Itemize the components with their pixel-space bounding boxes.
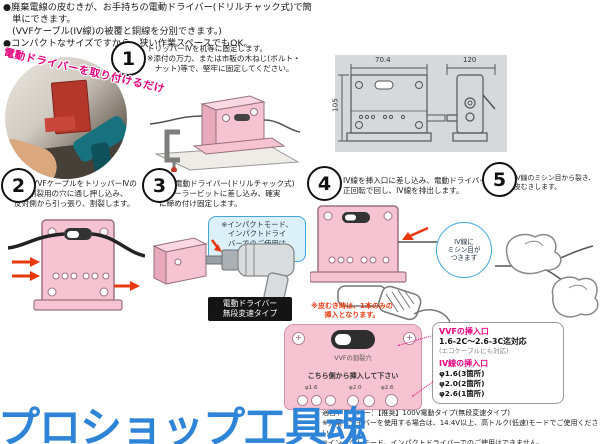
phi-20-label: φ2.0 [349,385,362,391]
stripper-base-photo [44,115,76,133]
step-3-illustration [152,237,295,302]
iv-insert-title: IV線の挿入口 [439,359,489,369]
iv-hole [363,395,375,407]
intro-line-2: 単にできます。 [3,14,76,26]
intro-line-1: ●廃棄電線の皮むきが、お手持ちの電動ドライバー(ドリルチャック式)で簡 [3,2,312,13]
step-2-number: 2 [1,168,36,203]
phi-16-label: φ1.6 [305,385,318,391]
step-4-illustration [310,205,455,323]
shop-watermark: プロショップ工具魂 [0,403,368,444]
vvf-range: 1.6-2C〜2.6-3C迄対応 [439,337,527,346]
compatibility-notes: 適合ドライバー：【推奨】100V電動タイプ(無段変速タイプ) ※充電ドライバーを… [322,408,600,444]
step-5-number: 5 [482,162,517,197]
step-1-text: トリッパーⅣを机等に固定します。 ※添付の万力、または市販の木ねじ(ボルト・ ナ… [147,44,301,74]
dim-front-height: 105 [331,98,340,112]
vvf-hole-label: VVFの割裂穴 [334,355,372,362]
step-2-text: VVFケーブルをトリッパーⅣの VVF割裂用の穴に通し押し込み、 反対側から引っ… [14,179,137,209]
dimension-drawing: 70.4 105 120 [331,55,507,152]
iv-hole [297,395,308,406]
perforation-bubble: IV線に ミシン目が つきます [436,222,492,278]
iv-hole [347,395,359,407]
step-1-illustration [150,95,300,172]
dim-front-width: 70.4 [375,56,391,64]
iv-hole [311,395,322,406]
step-4-text: IV線を挿入口に差し込み、電動ドライバーを 正回転で回し、IV線を排出します。 [343,176,495,196]
dim-side-width: 120 [463,56,477,64]
product-photo [5,57,127,179]
step-1-number: 1 [111,41,146,76]
footer-line-1: 適合ドライバー：【推奨】100V電動タイプ(無段変速タイプ) [322,409,510,417]
dimension-views [338,64,496,142]
step-3-number: 3 [142,168,177,203]
screw-icon: + [403,332,416,345]
phi-26-label: φ2.6 [381,385,394,391]
iv-hole [325,395,336,406]
vvf-insert-title: VVFの挿入口 [439,327,489,336]
step-5-illustration [495,233,599,318]
screw-icon: + [292,332,305,345]
insertion-legend: VVFの挿入口 1.6-2C〜2.6-3C迄対応 (エコケーブルにも対応) IV… [432,322,564,405]
iv-size-16: φ1.6(3箇所) [439,369,485,379]
faceplate-detail: + + VVFの割裂穴 こちら側から挿入して下さい φ1.6 φ2.0 φ2.6 [284,324,422,410]
iv-size-26: φ2.6(1箇所) [439,389,485,399]
vvf-slot-inner [335,334,351,345]
vvf-eco-note: (エコケーブルにも対応) [439,346,509,355]
insert-note: こちら側から挿入して下さい [307,372,399,380]
footer-line-3: ※インパクトモード、インパクトドライバーでのご使用はできません。 [322,439,544,444]
drill-type-label: 電動ドライバー 無段変速タイプ [208,297,292,322]
step-4-number: 4 [307,166,342,201]
iv-hole [385,394,398,407]
intro-line-3: (VVFケーブル(IV線)の被覆と銅線を分別できます。) [3,26,222,38]
step-5-text: IV線のミシン目から裂き、 皮むきします。 [514,174,595,191]
vvf-slot [331,330,375,349]
step-3-text: 電動ドライバー(ドリルチャック式) をローラービットに差し込み、確実 に締め付け… [159,179,295,209]
iv-size-20: φ2.0(2箇所) [439,379,485,389]
footer-line-2: ※充電ドライバーを使用する場合は、14.4V以上、高トルク(低速)モードでご使用… [322,419,599,438]
step-2-illustration [8,219,145,311]
single-wire-note: ※皮むき時は、1本のみの 挿入となります。 [311,302,393,320]
